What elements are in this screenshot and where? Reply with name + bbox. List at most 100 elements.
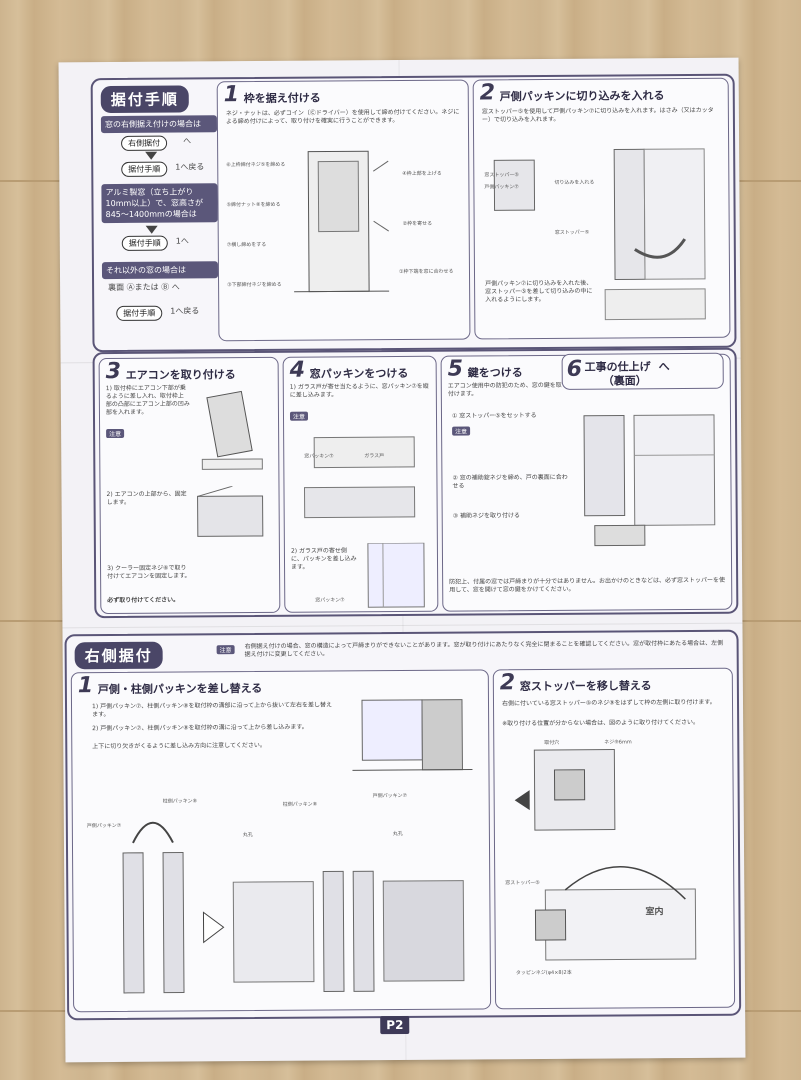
step-label: 柱側パッキン⑧ [162,798,198,805]
step-label: 窓パッキン⑦ [304,453,334,460]
step2-panel: 2 戸側パッキンに切り込みを入れる 窓ストッパー⑤を使用して戸側パッキン⑦に切り… [472,77,731,340]
step-label: 切り込みを入れる [554,179,595,186]
note-badge: 注意 [289,411,309,421]
step-label: 窓ストッパー⑤ [484,172,519,179]
step-text: 1) ガラス戸が寄せ当たるように、窓パッキン⑦を縦に差し込みます。 [289,382,429,399]
r2-panel: 2 窓ストッパーを移し替える 右側に付いている窓ストッパー⑤のネジ⑨をはずして枠… [492,667,736,1010]
step-text: ※取り付ける位置が分からない場合は、図のように取り付けてください。 [502,718,700,728]
section-title: 据付手順 [100,85,189,114]
aircon-drawing [201,390,263,470]
right-install-panel: 右側据付 注意 右側据え付けの場合、窓の構造によって戸締まりができないことがあり… [64,629,742,1021]
step-number: 5 [447,356,464,382]
step-label: ③下部締付ネジを締める [227,281,282,289]
step-title: 戸側パッキンに切り込みを入れる [499,89,665,104]
arrow-down-icon [145,151,158,160]
step-number: 3 [105,358,122,385]
step-text: 1) 戸側パッキン⑦、柱側パッキン⑧を取付枠の溝部に沿って上から抜いて左右を差し… [91,701,333,719]
step-title: 窓パッキンをつける [309,366,409,381]
flow-suffix: 1へ戻る [175,162,205,172]
step-label: ガラス戸 [364,453,385,460]
packing-drawing [493,148,706,321]
step-title: 窓ストッパーを移し替える [519,679,652,694]
step5-panel: 5 鍵をつける エアコン使用中の防犯のため、窓の鍵を取り付けます。 ① 窓ストッ… [440,352,733,612]
step-number: 1 [77,673,94,699]
step-label: ①枠下端を窓に合わせる [398,268,454,276]
step-number: 6 [566,356,583,382]
step-text: 2) ガラス戸の寄せ側に、パッキンを差し込みます。 [290,547,357,571]
step-label: ⑤締付ナット⑧を締める [226,201,281,209]
flow-pill: 据付手順 [121,161,168,177]
flow-suffix: へ [183,136,192,146]
step-label: ②枠を寄せる [402,220,433,227]
stopper-drawing [514,749,697,961]
step-text: エアコン使用中の防犯のため、窓の鍵を取り付けます。 [447,381,568,398]
section-title: 右側据付 [74,641,163,670]
step1-panel: 1 枠を据え付ける ネジ・ナットは、必ずコイン（Ⓒドライバー）を使用して締め付け… [216,79,471,342]
step-number: 4 [289,357,306,383]
r1-panel: 1 戸側・柱側パッキンを差し替える 1) 戸側パッキン⑦、柱側パッキン⑧を取付枠… [70,669,492,1013]
step-label: 取付穴 [544,739,560,747]
step-bottom-note: 防犯上、付属の窓では戸締まりが十分ではありません。お出かけのときなどは、必ず窓ス… [449,576,726,594]
step-label: 窓パッキン⑦ [315,597,345,604]
step-title: エアコンを取り付ける [125,368,236,382]
step-label: 戸側パッキン⑦ [484,184,519,191]
flow-pill: 右側据付 [121,135,168,151]
note-badge: 注意 [106,428,125,439]
note-badge: 注意 [216,645,235,655]
note-badge: 注意 [452,426,471,436]
aircon-top-drawing [197,485,264,537]
step-number: 2 [499,670,516,696]
step-number: 1 [223,82,240,108]
flow-line: 裏面 Ⓐまたは Ⓑ へ [108,282,180,293]
flow-case3: それ以外の窓の場合は [101,261,219,280]
step-label: 柱側パッキン⑧ [282,801,318,808]
step-footer: 必ず取り付けてください。 [107,596,180,605]
step-item: ① 窓ストッパー⑤をセットする [451,412,537,420]
step-number: 2 [479,80,496,106]
flow-suffix: 1へ戻る [170,306,200,316]
step-suffix: へ [658,360,670,374]
step-item: ③ 補助ネジを取り付ける [452,512,521,520]
window-frame-drawing [352,699,473,771]
lock-drawing [583,414,716,547]
flow-case1: 窓の右側据え付けの場合は [100,115,218,134]
step-sub: （裏面） [602,374,647,388]
step-label: 窓ストッパー⑤ [554,229,590,236]
instruction-sheet: 据付手順 窓の右側据え付けの場合は 右側据付 へ 据付手順 1へ戻る アルミ製窓… [58,57,746,1063]
step-label: 窓ストッパー⑤ [505,880,540,887]
glass-door-drawing [367,542,425,608]
frame-drawing [294,150,390,293]
flow-pill: 据付手順 [116,305,163,321]
packing-swap-drawing [122,821,465,994]
step4-panel: 4 窓パッキンをつける 1) ガラス戸が寄せ当たるように、窓パッキン⑦を縦に差し… [282,355,439,613]
step-title: 枠を据え付ける [243,91,321,106]
step-text: 2) エアコンの上部から、固定します。 [106,490,187,507]
top-panel: 据付手順 窓の右側据え付けの場合は 右側据付 へ 据付手順 1へ戻る アルミ製窓… [90,73,737,353]
step-text: 2) 戸側パッキン⑦、柱側パッキン⑧を取付枠の溝に沿って上から差し込みます。 [92,723,308,733]
step-label: 戸側パッキン⑦ [372,792,408,800]
step-text: 右側に付いている窓ストッパー⑤のネジ⑨をはずして枠の左側に取り付けます。 [501,698,716,708]
step-title: 戸側・柱側パッキンを差し替える [97,681,263,697]
middle-panel: 3 エアコンを取り付ける 1) 取付枠にエアコン下部が乗るように差し入れ、取付枠… [92,347,739,619]
arrow-down-icon [145,225,158,234]
flow-suffix: 1へ [175,236,189,246]
step-label: ネジ⑨6mm [604,739,632,746]
step-desc: 窓ストッパー⑤を使用して戸側パッキン⑦に切り込みを入れます。はさみ（又はカッター… [481,106,714,124]
step-item: ② 窓の補助錠ネジを締め、戸の裏面に合わせる [452,473,568,490]
step-text: 3) クーラー固定ネジ⑥で取り付けてエアコンを固定します。 [107,564,191,581]
step-label: 丸孔 [392,831,403,838]
step-label: 室内 [645,907,664,918]
step-label: 丸孔 [242,832,253,839]
step-label: ⑥上枠締付ネジ⑤を締める [226,161,286,169]
step6-box: 6 工事の仕上げ へ （裏面） [561,352,724,390]
step3-panel: 3 エアコンを取り付ける 1) 取付枠にエアコン下部が乗るように差し入れ、取付枠… [98,356,281,615]
step-desc: ネジ・ナットは、必ずコイン（Ⓒドライバー）を使用して締め付けてください。ネジによ… [225,108,460,126]
step-label: ⑦横し締めをする [226,241,267,249]
step-label: ④枠上部を上げる [402,170,442,177]
page-number: P2 [380,1015,410,1035]
flow-case2: アルミ製窓（立ち上がり10mm以上）で、窓高さが845～1400mmの場合は [101,183,218,224]
step-text: 上下に切り欠きがくるように差し込み方向に注意してください。 [92,741,266,751]
flow-pill: 据付手順 [121,235,168,251]
step-title: 鍵をつける [467,366,523,380]
window-packing-drawing [303,436,416,519]
